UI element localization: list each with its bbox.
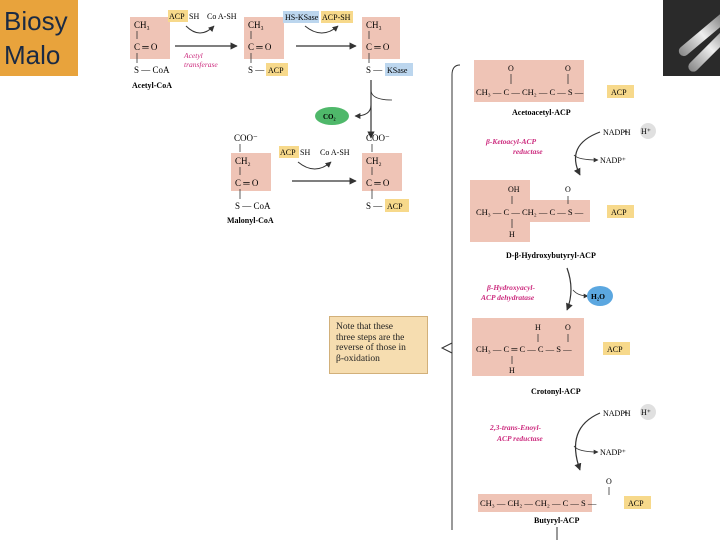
acetoacetyl-formula: CH₃ — C — CH₂ — C — S — bbox=[476, 87, 584, 97]
hydroxy-label: D-β-Hydroxybutyryl-ACP bbox=[506, 251, 596, 260]
coa-sh-label-1: Co A-SH bbox=[207, 12, 237, 21]
step1-enzyme-line1: β-Ketoacyl-ACP bbox=[485, 137, 536, 146]
crotonyl-acp: ACP bbox=[607, 345, 623, 354]
malonyl-acp-acp: ACP bbox=[387, 202, 403, 211]
co2-bubble bbox=[315, 107, 349, 125]
ksase-ch3: CH₃ bbox=[366, 20, 382, 30]
step1-nadph: NADPH bbox=[603, 128, 631, 137]
malonyl-acp-co: C ═ O bbox=[366, 178, 390, 188]
acetyl-ch3: CH₃ bbox=[134, 20, 150, 30]
butyryl-acp: ACP bbox=[628, 499, 644, 508]
acetyl-transferase-enzyme: Acetyl bbox=[183, 51, 203, 60]
step3-nadp: NADP⁺ bbox=[600, 448, 626, 457]
malonyl-coo: COO⁻ bbox=[234, 133, 258, 143]
acetyl-acp-ch3: CH₃ bbox=[248, 20, 264, 30]
note-line2: three steps are the bbox=[336, 332, 405, 343]
ksase-s: S — bbox=[366, 65, 383, 75]
co2-label: CO₂ bbox=[323, 113, 336, 121]
note-line1: Note that these bbox=[336, 322, 393, 332]
corner-photo bbox=[663, 0, 720, 76]
malonyl-co: C ═ O bbox=[235, 178, 259, 188]
acetyl-acp-s: S — bbox=[248, 65, 265, 75]
step3-h: H⁺ bbox=[641, 408, 651, 417]
acetoacetyl-acp-label: Acetoacetyl-ACP bbox=[512, 108, 571, 117]
note-box: Note that these three steps are the reve… bbox=[329, 316, 428, 374]
acetoacetyl-acp: ACP bbox=[611, 88, 627, 97]
crotonyl-h-bot: H bbox=[509, 366, 515, 375]
sh-label-1: SH bbox=[189, 12, 199, 21]
butyryl-label: Butyryl-ACP bbox=[534, 516, 579, 525]
step3-enzyme-line1: 2,3-trans-Enoyl- bbox=[489, 423, 542, 432]
malonyl-acp-s: S — bbox=[366, 201, 383, 211]
step2-water: H₂O bbox=[591, 292, 605, 301]
step3-plus: + bbox=[623, 408, 628, 418]
acp-sh-label-2: ACP-SH bbox=[322, 13, 351, 22]
malonyl-ch2: CH₂ bbox=[235, 156, 251, 166]
water-bubble bbox=[587, 286, 613, 306]
acp-label-1: ACP bbox=[169, 12, 185, 21]
step2-enzyme-line2: ACP dehydratase bbox=[480, 293, 535, 302]
acetyl-co: C ═ O bbox=[134, 42, 158, 52]
hydroxy-acp: ACP bbox=[611, 208, 627, 217]
note-line4: β-oxidation bbox=[336, 353, 380, 364]
acetyl-acp-co: C ═ O bbox=[248, 42, 272, 52]
malonyl-sh-label: SH bbox=[300, 148, 310, 157]
slide-title-line2: Malo bbox=[4, 40, 61, 70]
hydroxy-formula: CH₃ — C — CH₂ — C — S — bbox=[476, 207, 584, 217]
hydroxy-oh: OH bbox=[508, 185, 520, 194]
step2-enzyme-line1: β-Hydroxyacyl- bbox=[486, 283, 535, 292]
malonyl-coa-sh-label: Co A-SH bbox=[320, 148, 350, 157]
acetoacetyl-o1: O bbox=[508, 64, 514, 73]
hs-ksase-label: HS-KSase bbox=[285, 13, 319, 22]
crotonyl-formula: CH₃ — C ═ C — C — S — bbox=[476, 344, 572, 354]
acetoacetyl-o2: O bbox=[565, 64, 571, 73]
acetyl-acp-acp: ACP bbox=[268, 66, 284, 75]
acetyl-transferase-enzyme-2: transferase bbox=[184, 60, 218, 69]
ksase-co: C ═ O bbox=[366, 42, 390, 52]
butyryl-o: O bbox=[606, 477, 612, 486]
acetyl-s-coa: S — CoA bbox=[134, 65, 170, 75]
step3-enzyme-line2: ACP reductase bbox=[496, 434, 543, 443]
acetyl-coa-label: Acetyl-CoA bbox=[132, 81, 172, 90]
malonyl-acp-ch2: CH₂ bbox=[366, 156, 382, 166]
step1-h: H⁺ bbox=[641, 127, 651, 136]
malonyl-coa-label: Malonyl-CoA bbox=[227, 216, 274, 225]
pathway-bracket bbox=[451, 64, 461, 530]
malonyl-acp-coo: COO⁻ bbox=[366, 133, 390, 143]
hydroxy-o: O bbox=[565, 185, 571, 194]
slide-title-line1: Biosy bbox=[4, 6, 68, 36]
malonyl-acp-label: ACP bbox=[280, 148, 296, 157]
butyryl-formula: CH₃ — CH₂ — CH₂ — C — S — bbox=[480, 498, 597, 508]
step1-nadp: NADP⁺ bbox=[600, 156, 626, 165]
step1-enzyme-line2: reductase bbox=[513, 147, 543, 156]
step3-nadph: NADPH bbox=[603, 409, 631, 418]
crotonyl-h-top: H bbox=[535, 323, 541, 332]
title-box: Biosy Malo bbox=[0, 0, 78, 76]
hydroxy-h: H bbox=[509, 230, 515, 239]
step1-plus: + bbox=[623, 127, 628, 137]
crotonyl-o: O bbox=[565, 323, 571, 332]
malonyl-s-coa: S — CoA bbox=[235, 201, 271, 211]
crotonyl-label: Crotonyl-ACP bbox=[531, 387, 581, 396]
ksase-label: KSase bbox=[387, 66, 408, 75]
note-line3: reverse of those in bbox=[336, 343, 406, 353]
